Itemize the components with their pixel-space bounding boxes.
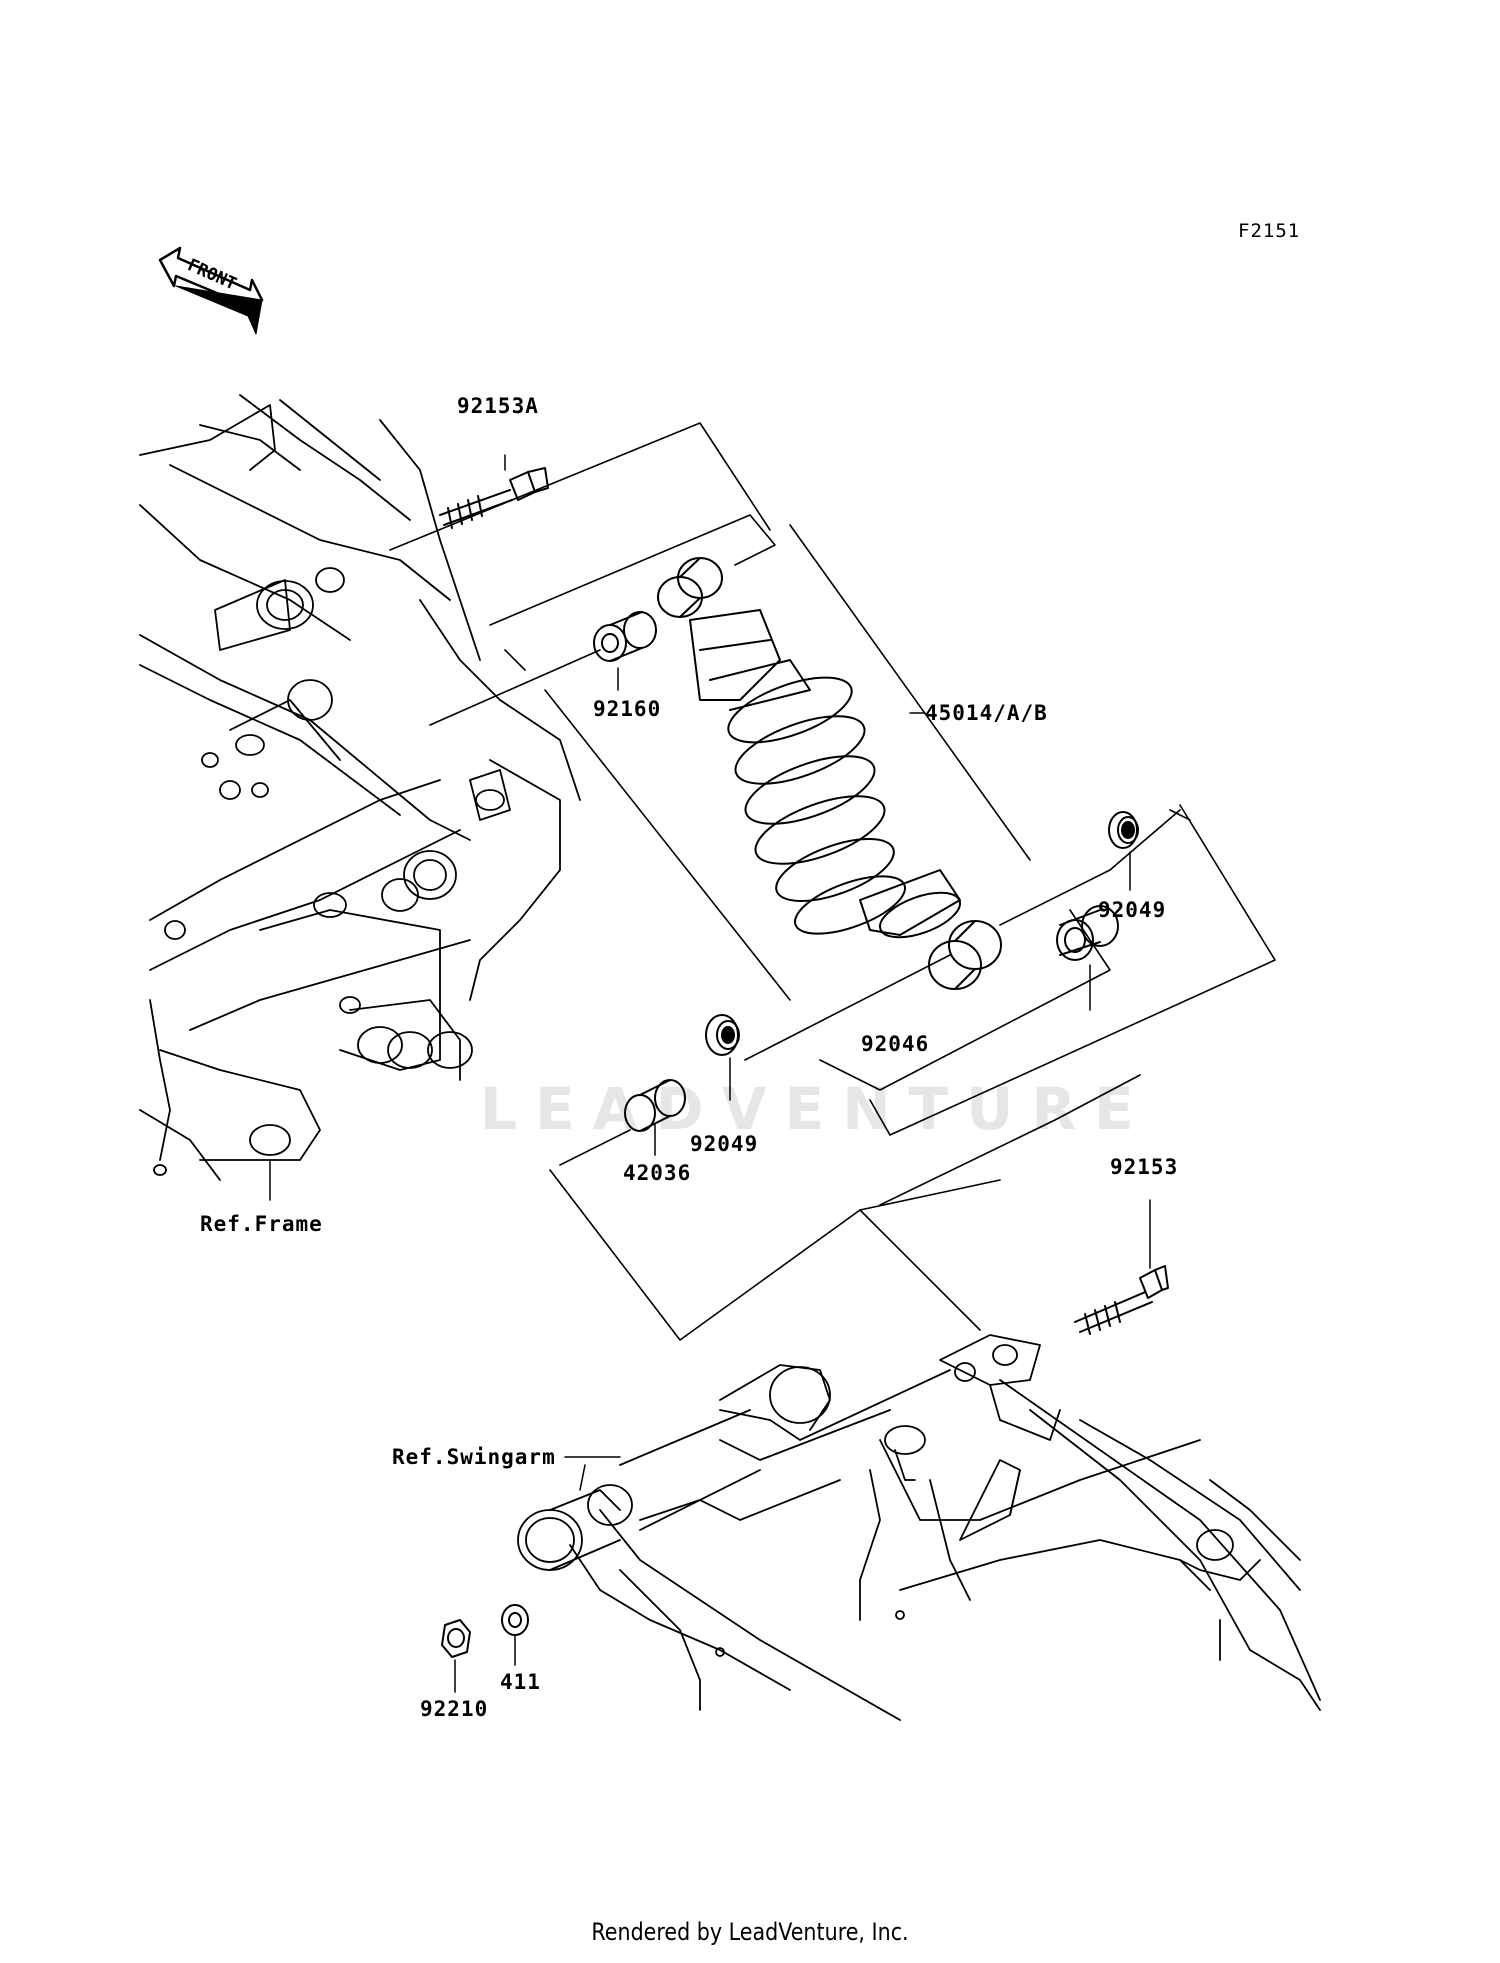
lower-bracket-lines bbox=[544, 524, 1276, 1341]
callout-411[interactable]: 411 bbox=[500, 1670, 541, 1694]
lower-bolt-icon bbox=[1074, 1199, 1169, 1335]
callout-92160[interactable]: 92160 bbox=[593, 697, 662, 721]
swingarm-illustration bbox=[517, 1334, 1321, 1721]
shock-absorber-icon bbox=[657, 557, 1002, 990]
callout-ref-swingarm[interactable]: Ref.Swingarm bbox=[392, 1445, 556, 1469]
bushing-92160-icon bbox=[593, 611, 657, 691]
callout-92153a[interactable]: 92153A bbox=[457, 394, 539, 418]
sleeve-icon bbox=[624, 1079, 686, 1156]
watermark-text: LEADVENTURE bbox=[480, 1075, 1152, 1143]
callout-92049-left[interactable]: 92049 bbox=[690, 1132, 759, 1156]
seal-right-icon bbox=[1108, 811, 1139, 891]
callout-92210[interactable]: 92210 bbox=[420, 1697, 489, 1721]
callout-92153[interactable]: 92153 bbox=[1110, 1155, 1179, 1179]
footer-credit: Rendered by LeadVenture, Inc. bbox=[591, 1918, 909, 1946]
upper-bracket-lines bbox=[389, 422, 776, 726]
front-arrow-icon: FRONT bbox=[158, 246, 264, 335]
callout-45014[interactable]: 45014/A/B bbox=[925, 701, 1048, 725]
figure-code: F2151 bbox=[1238, 220, 1301, 242]
nut-icon bbox=[441, 1619, 471, 1693]
seal-left-icon bbox=[705, 1014, 740, 1101]
needle-bearing-icon bbox=[1056, 905, 1119, 1011]
frame-illustration bbox=[139, 394, 581, 1181]
callout-ref-frame[interactable]: Ref.Frame bbox=[200, 1212, 323, 1236]
callout-92046[interactable]: 92046 bbox=[861, 1032, 930, 1056]
washer-icon bbox=[501, 1604, 529, 1666]
callout-92049-right[interactable]: 92049 bbox=[1098, 898, 1167, 922]
callout-42036[interactable]: 42036 bbox=[623, 1161, 692, 1185]
